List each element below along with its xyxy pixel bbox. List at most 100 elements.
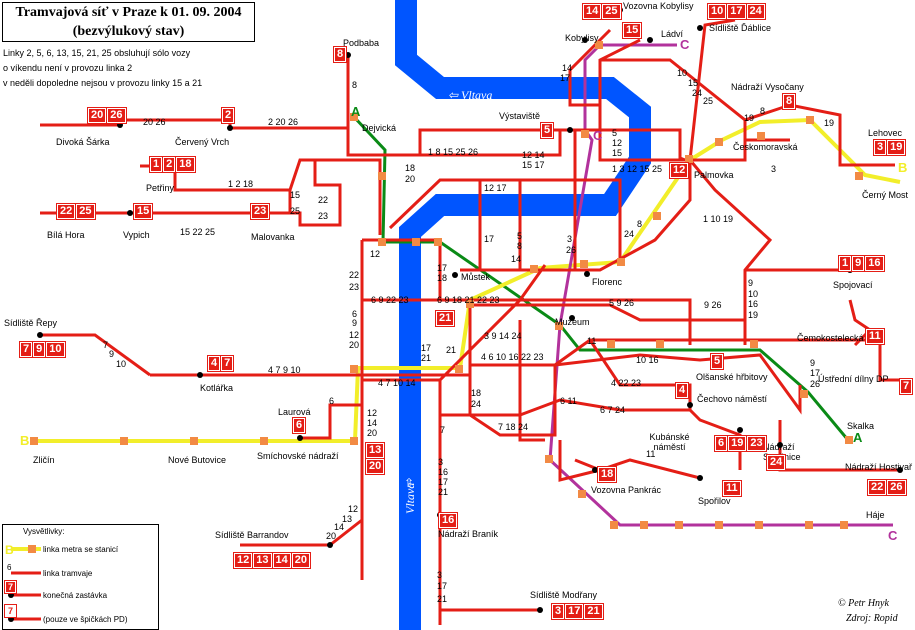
terminal-line-number: 15 — [621, 22, 643, 39]
segment-line-label: 4 7 9 10 — [268, 365, 301, 375]
terminal-name-sidliste-repy: Sídliště Řepy — [4, 318, 58, 328]
segment-line-label: 10 — [677, 68, 688, 78]
station-muzeum: Muzeum — [555, 317, 590, 327]
terminal-line-number: 6 — [291, 417, 307, 434]
segment-line-label: 21 — [438, 487, 449, 497]
terminal-line-number: 25 — [601, 3, 622, 20]
credit-source: Zdroj: Ropid — [846, 613, 898, 624]
segment-line-label: 17 — [421, 343, 432, 353]
segment-line-label: 21 — [437, 594, 448, 604]
title-line1: Tramvajová síť v Praze k 01. 09. 2004 — [15, 5, 242, 20]
segment-line-label: 22 — [318, 195, 329, 205]
legend-peak-number: 7 — [3, 604, 18, 618]
terminal-line-number: 22 — [55, 203, 77, 220]
station-cerny-most: Černý Most — [862, 190, 909, 200]
terminal-name-laurova: Laurová — [278, 407, 311, 417]
segment-line-label: 13 — [342, 514, 353, 524]
segment-line-label: 8 — [760, 106, 766, 116]
segment-line-label: 3 — [771, 164, 777, 174]
terminal-line-number: 22 — [866, 479, 888, 496]
segment-line-label: 19 — [748, 310, 759, 320]
terminal-name-bila-hora: Bílá Hora — [47, 230, 85, 240]
metro-a-label-skalka: A — [853, 430, 863, 445]
legend: Vysvětlivky: B linka metra se stanicí 6 … — [2, 524, 159, 630]
segment-line-label: 21 — [421, 353, 432, 363]
terminal-name-petriny: Petřiny — [146, 183, 175, 193]
terminal-line-number: 2 — [220, 107, 236, 124]
segment-line-label: 26 — [810, 379, 821, 389]
segment-line-label: 1 10 19 — [703, 214, 734, 224]
terminal-line-number: 26 — [106, 107, 127, 124]
station-kobylisy: Kobylisy — [565, 33, 599, 43]
terminal-name-nadrazi-hostivar: Nádraží Hostivař — [845, 462, 913, 472]
station-zlicin: Zličín — [33, 455, 55, 465]
station-mustek: Můstek — [461, 272, 491, 282]
segment-line-label: 1 8 15 25 26 — [428, 147, 479, 157]
metro-a-label-dejvicka: A — [351, 104, 361, 119]
terminal-line-number: 9 — [32, 341, 47, 358]
terminal-line-number: 17 — [564, 603, 585, 620]
segment-line-label: 20 — [367, 428, 378, 438]
segment-line-label: 12 — [612, 138, 623, 148]
terminal-badge-group: 24 — [765, 454, 787, 471]
terminal-line-number: 10 — [45, 341, 66, 358]
legend-title: Vysvětlivky: — [23, 527, 65, 536]
terminal-line-number: 25 — [75, 203, 96, 220]
segment-line-label: 2 20 26 — [268, 117, 299, 127]
terminal-line-number: 8 — [781, 93, 797, 110]
segment-line-label: 21 — [446, 345, 457, 355]
terminal-line-number: 2 — [162, 156, 177, 173]
metro-c-label-ladvi: C — [680, 37, 690, 52]
segment-line-label: 12 — [370, 249, 381, 259]
terminal-line-number: 15 — [132, 203, 154, 220]
segment-line-label: 12 — [349, 330, 360, 340]
terminal-line-number: 20 — [86, 107, 108, 124]
river-label-upper: ⇦ Vltava — [448, 88, 493, 102]
terminal-name-smichovske-nadrazi: Smíchovské nádraží — [257, 451, 339, 461]
terminal-line-number: 3 — [550, 603, 566, 620]
segment-line-label: 19 — [744, 113, 755, 123]
segment-line-label: 19 — [824, 118, 835, 128]
segment-line-label: 5 9 26 — [609, 298, 635, 308]
terminal-name-nadrazi-branik: Nádraží Braník — [438, 529, 499, 539]
metro-b-label-cerny-most: B — [898, 160, 908, 175]
segment-line-label: 1 3 12 15 25 — [612, 164, 663, 174]
segment-line-label: 15 — [290, 190, 301, 200]
terminal-line-number: 4 — [206, 355, 222, 372]
terminal-line-number: 16 — [437, 512, 459, 529]
terminal-line-number: 5 — [709, 353, 725, 370]
terminal-name-vozovna-pankrac: Vozovna Pankrác — [591, 485, 662, 495]
terminal-line-number: 3 — [872, 139, 888, 156]
terminal-name-sidliste-modrany: Sídliště Modřany — [530, 590, 598, 600]
terminal-line-number: 24 — [765, 454, 787, 471]
terminal-name-vypich: Vypich — [123, 230, 150, 240]
segment-line-label: 6 9 18 21 22 23 — [437, 295, 500, 305]
terminal-line-number: 14 — [271, 552, 292, 569]
terminal-line-number: 5 — [539, 122, 555, 139]
terminal-badge-group: 11 — [865, 328, 885, 345]
terminal-name-kubanske-namesti: Kubánské náměstí — [649, 432, 690, 452]
segment-line-label: 6 7 24 — [600, 405, 626, 415]
segment-line-label: 3 — [437, 570, 443, 580]
segment-line-label: 6 9 22 23 — [371, 295, 409, 305]
segment-line-label: 25 — [290, 206, 301, 216]
terminal-line-number: 24 — [745, 3, 766, 20]
segment-line-label: 4 7 10 14 — [378, 378, 416, 388]
segment-line-label: 6 11 — [560, 396, 577, 406]
segment-line-label: 7 — [440, 425, 446, 435]
segment-line-label: 11 — [646, 449, 656, 459]
terminal-line-number: 26 — [886, 479, 907, 496]
terminal-name-sidliste-dablice: Sídliště Ďáblice — [709, 23, 772, 33]
segment-line-label: 17 — [437, 263, 448, 273]
segment-line-label: 3 — [438, 457, 444, 467]
segment-line-label: 18 — [471, 388, 482, 398]
metro-b-label-zlicin: B — [20, 433, 30, 448]
